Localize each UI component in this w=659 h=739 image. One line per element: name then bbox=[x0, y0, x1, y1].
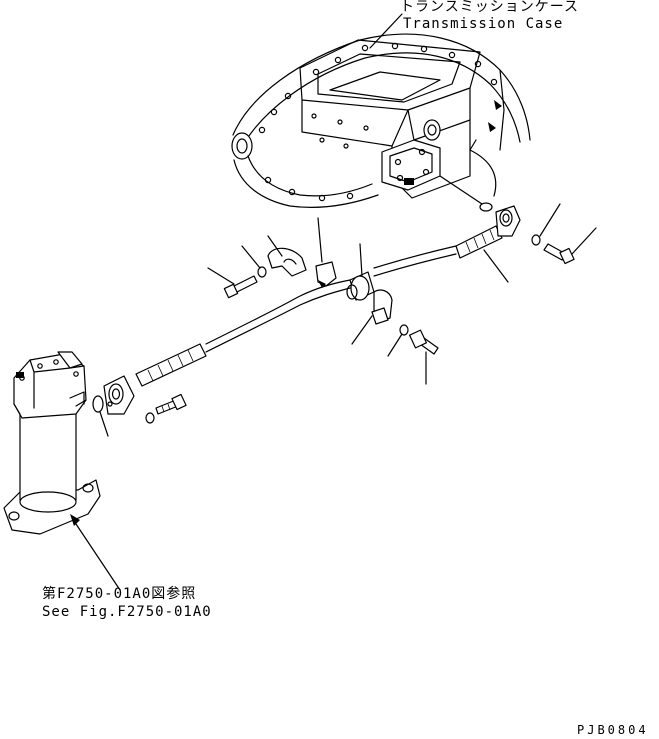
transmission-case-label-en: Transmission Case bbox=[403, 16, 564, 32]
pump-unit bbox=[3, 351, 101, 535]
washers bbox=[145, 234, 541, 424]
o-ring-pump bbox=[92, 395, 104, 413]
bracket bbox=[315, 261, 337, 288]
oil-tube bbox=[103, 205, 521, 415]
see-figure-label-en: See Fig.F2750-01A0 bbox=[42, 604, 212, 620]
clamp-lower bbox=[371, 289, 393, 325]
drawing-code: PJB0804 bbox=[577, 723, 649, 737]
bolts bbox=[155, 243, 575, 415]
leader-lines bbox=[70, 13, 597, 591]
see-figure-label-jp: 第F2750-01A0図参照 bbox=[42, 586, 197, 602]
case-bolt-holes bbox=[258, 42, 498, 202]
transmission-case-label-jp: トランスミッションケース bbox=[400, 0, 580, 15]
grommet bbox=[346, 271, 375, 301]
clamp-upper bbox=[267, 247, 307, 277]
transmission-case bbox=[231, 33, 531, 212]
